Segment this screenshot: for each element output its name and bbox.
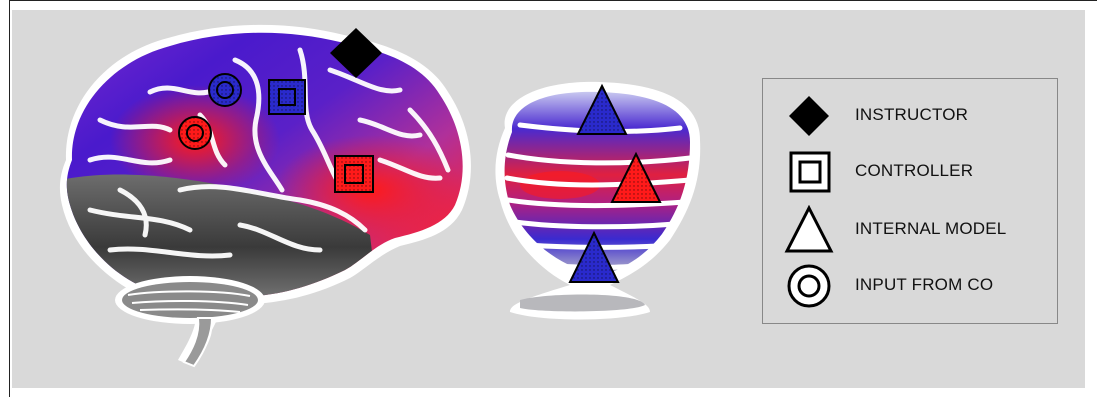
- circle-marker-blue: [209, 74, 241, 106]
- square-marker-blue: [269, 80, 305, 114]
- legend-label-instructor: INSTRUCTOR: [855, 105, 968, 125]
- square-marker-red: [335, 156, 373, 192]
- circle-marker-red: [179, 117, 211, 149]
- legend-item-input-from-co: INPUT FROM CO: [763, 261, 1057, 311]
- legend-item-internal-model: INTERNAL MODEL: [763, 205, 1057, 255]
- legend-item-instructor: INSTRUCTOR: [763, 91, 1057, 141]
- legend-label-internal-model: INTERNAL MODEL: [855, 219, 1006, 239]
- legend-item-controller: CONTROLLER: [763, 147, 1057, 197]
- triangle-icon: [781, 205, 837, 255]
- legend: INSTRUCTOR CONTROLLER INTERNAL MODEL INP…: [762, 78, 1058, 324]
- legend-label-controller: CONTROLLER: [855, 161, 973, 181]
- legend-label-input-from-co: INPUT FROM CO: [855, 275, 993, 295]
- circle-icon: [781, 261, 837, 311]
- diamond-icon: [781, 91, 837, 141]
- square-icon: [781, 147, 837, 197]
